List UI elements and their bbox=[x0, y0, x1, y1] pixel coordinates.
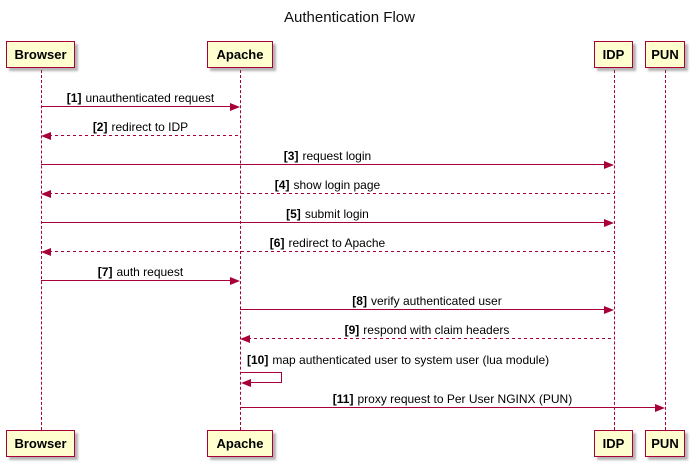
arrowhead-left-icon bbox=[41, 248, 51, 256]
participant-label: IDP bbox=[602, 436, 625, 451]
message-10-line-bottom bbox=[250, 382, 282, 384]
participant-label: Apache bbox=[216, 436, 264, 451]
message-10-line-right bbox=[281, 372, 283, 383]
message-3-label: [3]request login bbox=[283, 149, 372, 163]
message-10-line-top bbox=[241, 372, 282, 374]
arrowhead-right-icon bbox=[604, 306, 614, 314]
participant-pun-bottom: PUN bbox=[645, 430, 685, 457]
participant-browser-top: Browser bbox=[6, 41, 75, 68]
arrowhead-right-icon bbox=[230, 277, 240, 285]
message-6-line bbox=[49, 251, 614, 253]
message-10-label: [10]map authenticated user to system use… bbox=[247, 353, 550, 367]
participant-label: IDP bbox=[602, 47, 625, 62]
participant-apache-bottom: Apache bbox=[207, 430, 273, 457]
participant-label: Browser bbox=[14, 47, 67, 62]
arrowhead-right-icon bbox=[655, 404, 665, 412]
message-8-line bbox=[240, 309, 606, 311]
diagram-title: Authentication Flow bbox=[284, 9, 415, 26]
participant-pun-top: PUN bbox=[645, 41, 685, 68]
arrowhead-right-icon bbox=[230, 103, 240, 111]
participant-label: PUN bbox=[651, 47, 679, 62]
arrowhead-right-icon bbox=[604, 219, 614, 227]
arrowhead-left-icon bbox=[41, 190, 51, 198]
participant-label: PUN bbox=[651, 436, 679, 451]
message-11-label: [11]proxy request to Per User NGINX (PUN… bbox=[332, 392, 573, 406]
arrowhead-left-icon bbox=[41, 132, 51, 140]
participant-idp-bottom: IDP bbox=[594, 430, 633, 457]
message-2-label: [2]redirect to IDP bbox=[92, 120, 189, 134]
message-7-line bbox=[41, 280, 232, 282]
message-4-line bbox=[49, 193, 614, 195]
message-6-label: [6]redirect to Apache bbox=[269, 236, 386, 250]
lifeline-apache bbox=[240, 70, 241, 430]
arrowhead-right-icon bbox=[604, 161, 614, 169]
lifeline-pun bbox=[665, 70, 666, 430]
arrowhead-left-icon bbox=[240, 335, 250, 343]
message-5-line bbox=[41, 222, 606, 224]
message-3-line bbox=[41, 164, 606, 166]
participant-label: Browser bbox=[14, 436, 67, 451]
message-5-label: [5]submit login bbox=[286, 207, 369, 221]
arrowhead-left-icon bbox=[241, 379, 251, 387]
lifeline-idp bbox=[614, 70, 615, 430]
participant-idp-top: IDP bbox=[594, 41, 633, 68]
message-9-label: [9]respond with claim headers bbox=[344, 323, 510, 337]
message-1-label: [1]unauthenticated request bbox=[66, 91, 215, 105]
participant-label: Apache bbox=[216, 47, 264, 62]
message-1-line bbox=[41, 106, 232, 108]
message-2-line bbox=[49, 135, 240, 137]
message-11-line bbox=[240, 407, 657, 409]
participant-browser-bottom: Browser bbox=[6, 430, 75, 457]
participant-apache-top: Apache bbox=[207, 41, 273, 68]
message-8-label: [8]verify authenticated user bbox=[352, 294, 502, 308]
message-7-label: [7]auth request bbox=[97, 265, 184, 279]
message-9-line bbox=[248, 338, 614, 340]
message-4-label: [4]show login page bbox=[274, 178, 381, 192]
